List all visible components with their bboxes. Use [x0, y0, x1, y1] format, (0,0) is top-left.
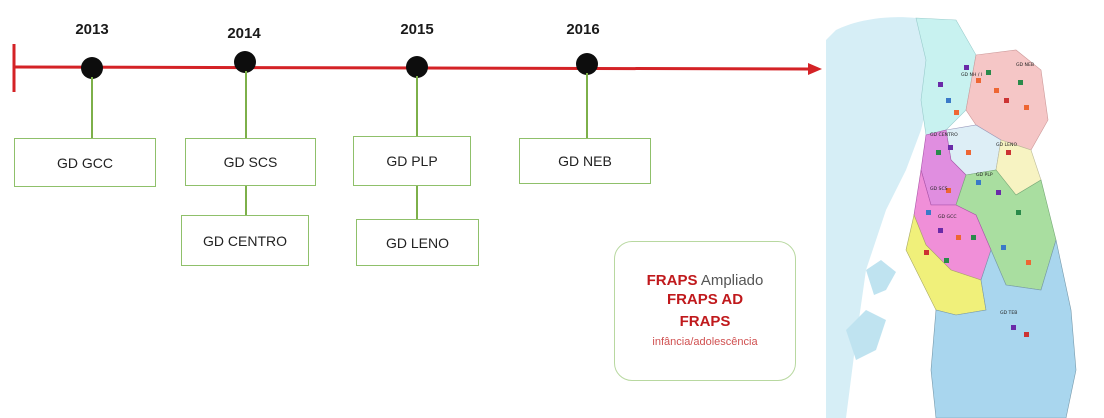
- timeline-dot-2015: [406, 56, 428, 78]
- gd-box-plp: GD PLP: [353, 136, 471, 186]
- gd-box-gcc: GD GCC: [14, 138, 156, 187]
- svg-text:GD NEB: GD NEB: [1016, 62, 1034, 68]
- year-label-2013: 2013: [75, 21, 109, 38]
- svg-text:GD LENO: GD LENO: [996, 142, 1017, 148]
- connector-2014: [245, 71, 247, 138]
- timeline-axis: [12, 44, 822, 92]
- gd-box-neb: GD NEB: [519, 138, 651, 184]
- year-label-2015: 2015: [400, 21, 434, 38]
- services-line-1: FRAPS Ampliado: [646, 271, 764, 289]
- svg-text:GD NH / I: GD NH / I: [961, 72, 982, 78]
- region-teb: [930, 239, 1077, 418]
- svg-text:GD SCS: GD SCS: [930, 186, 948, 192]
- regions-map: GD NEB GD NH / I GD CENTRO GD LENO GD PL…: [826, 10, 1104, 418]
- services-line-3: FRAPS: [679, 312, 731, 330]
- services-line-4: infância/adolescência: [652, 335, 758, 348]
- gd-box-centro: GD CENTRO: [181, 215, 309, 266]
- connector-2014-centro: [245, 185, 247, 215]
- svg-text:GD GCC: GD GCC: [938, 214, 957, 220]
- svg-text:GD CENTRO: GD CENTRO: [930, 132, 958, 138]
- svg-text:GD PLP: GD PLP: [976, 172, 993, 178]
- gd-box-leno: GD LENO: [356, 219, 479, 266]
- timeline-dot-2014: [234, 51, 256, 73]
- timeline-dot-2013: [81, 57, 103, 79]
- connector-2013: [91, 77, 93, 138]
- gd-box-scs: GD SCS: [185, 138, 316, 186]
- year-label-2016: 2016: [566, 21, 600, 38]
- svg-text:GD TEB: GD TEB: [1000, 310, 1017, 316]
- connector-2015-leno: [416, 186, 418, 219]
- connector-2016: [586, 73, 588, 138]
- year-label-2014: 2014: [227, 25, 261, 42]
- services-line-2: FRAPS AD: [666, 290, 744, 308]
- timeline-dot-2016: [576, 53, 598, 75]
- connector-2015: [416, 76, 418, 136]
- unit-markers: [924, 65, 1031, 337]
- services-box: FRAPS Ampliado FRAPS AD FRAPS infância/a…: [614, 241, 796, 381]
